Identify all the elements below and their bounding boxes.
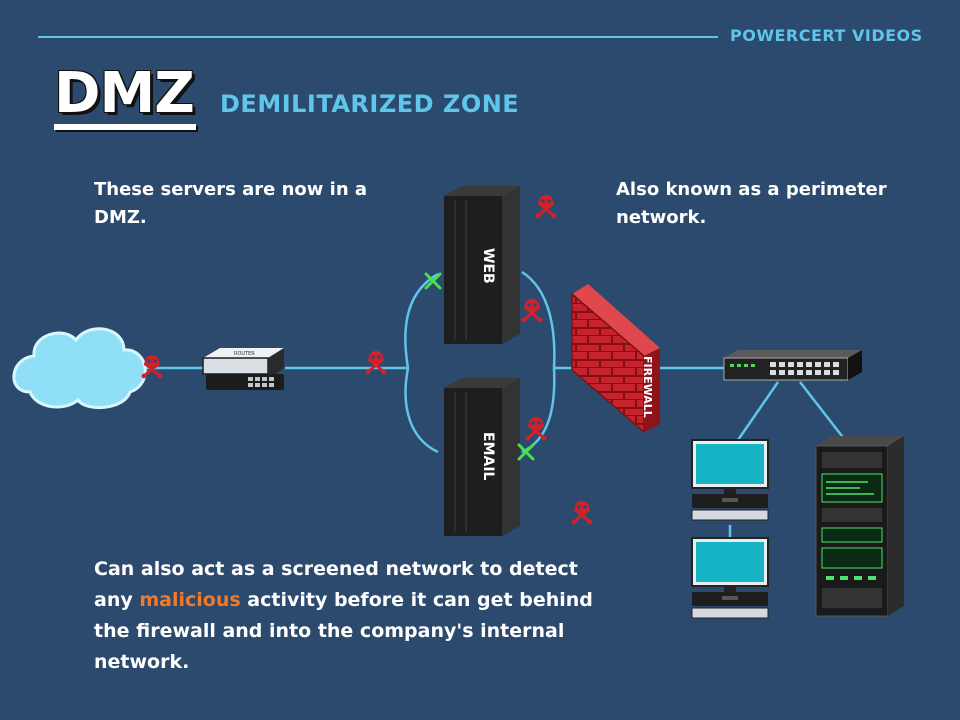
web-server-label: WEB xyxy=(480,248,496,284)
brand-divider-line xyxy=(38,36,718,38)
caption-perimeter-network: Also known as a perimeter network. xyxy=(616,179,887,228)
brand-label: POWERCERT VIDEOS xyxy=(730,26,923,45)
rack-server-icon xyxy=(815,436,904,617)
caption-screened-network: Can also act as a screened network to de… xyxy=(94,554,614,678)
web-left-link xyxy=(404,272,439,369)
server-icon: EMAIL xyxy=(444,378,520,536)
title-underline xyxy=(54,124,196,130)
x-mark-icon xyxy=(424,272,442,290)
router-label: ROUTER xyxy=(234,351,255,357)
email-server-label: EMAIL xyxy=(480,432,496,481)
skull-crossbones-icon xyxy=(524,415,548,442)
email-left-link xyxy=(404,367,439,454)
switch-rack-link xyxy=(799,381,846,441)
computer-icon xyxy=(691,537,769,619)
firewall-icon: FIREWALL xyxy=(571,284,660,434)
skull-crossbones-icon xyxy=(520,297,544,324)
skull-crossbones-icon xyxy=(364,349,388,376)
x-mark-icon xyxy=(517,443,535,461)
skull-crossbones-icon xyxy=(534,193,558,220)
slide-subtitle: DEMILITARIZED ZONE xyxy=(220,90,520,118)
server-icon: WEB xyxy=(444,186,520,344)
computer-icon xyxy=(691,439,769,521)
slide-title: DMZ xyxy=(54,61,195,126)
switch-computer-link xyxy=(736,381,780,441)
firewall-label: FIREWALL xyxy=(641,356,654,418)
caption-dmz-servers: These servers are now in a DMZ. xyxy=(94,179,368,228)
caption-text-start: Can also act as a screened network to de… xyxy=(94,558,578,611)
switch-icon xyxy=(723,350,862,381)
skull-crossbones-icon xyxy=(570,499,594,526)
cloud-icon xyxy=(12,327,147,410)
caption-highlight-malicious: malicious xyxy=(139,589,241,611)
web-right-link xyxy=(521,270,556,369)
caption-text-end: activity before it can get behind the fi… xyxy=(94,589,593,673)
router-icon: ROUTER xyxy=(202,348,284,390)
